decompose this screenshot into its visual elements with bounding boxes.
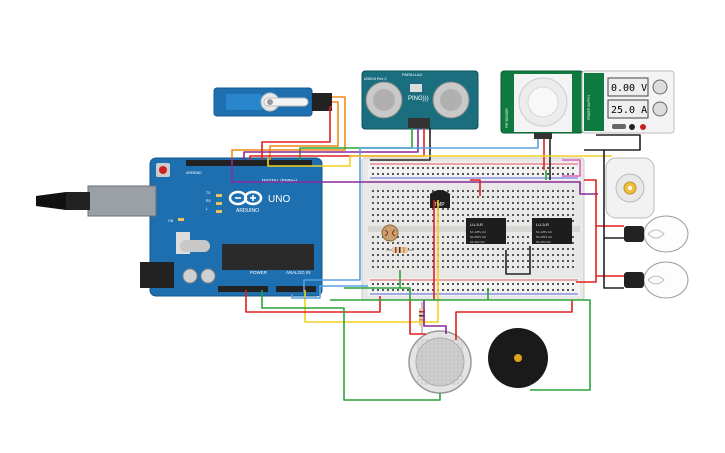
piezo-buzzer[interactable] xyxy=(488,328,548,388)
arduino-uno-board[interactable]: UNO ARDUINO DIGITAL (PWM~) POWER ANALOG … xyxy=(36,157,323,297)
photoresistor[interactable] xyxy=(381,224,399,242)
temperature-sensor[interactable]: TMP xyxy=(430,190,450,208)
analog-label: ANALOG IN xyxy=(286,270,311,275)
power-jack xyxy=(140,262,174,288)
ultrasonic-name: PING))) xyxy=(408,96,429,102)
ultrasonic-model: #28015 Rev C xyxy=(364,77,387,81)
digital-header xyxy=(186,160,312,166)
board-model: UNO xyxy=(268,194,290,205)
usb-connector xyxy=(87,185,157,217)
tmp-label: TMP xyxy=(434,202,445,208)
board-brand: ARDUINO xyxy=(236,208,259,214)
svg-text:LU-5-R: LU-5-R xyxy=(470,222,483,227)
power-header xyxy=(218,286,268,292)
on-label: ON xyxy=(168,219,174,223)
relay-2[interactable]: LU-5-R 5A 125V AC 5A 250V AC 5A 30V DC xyxy=(532,218,572,244)
analog-header xyxy=(276,286,316,292)
voltage-readout: 0.00 V xyxy=(611,83,647,94)
servo-motor[interactable] xyxy=(213,87,332,117)
current-readout: 25.0 A xyxy=(611,105,647,116)
power-label: POWER xyxy=(250,270,268,275)
resistor-1[interactable] xyxy=(386,247,414,253)
power-switch[interactable] xyxy=(612,124,626,129)
current-knob[interactable] xyxy=(652,101,668,117)
pir-sensor[interactable]: PIR SENSOR xyxy=(500,70,584,139)
svg-text:5A 125V AC: 5A 125V AC xyxy=(536,230,553,234)
svg-text:5A 250V AC: 5A 250V AC xyxy=(536,235,553,239)
power-supply-label: POWER SUPPLY xyxy=(587,94,591,120)
servo-connector xyxy=(312,93,332,111)
pir-label: PIR SENSOR xyxy=(505,108,509,128)
atmega-chip xyxy=(222,244,314,270)
svg-text:5A 30V DC: 5A 30V DC xyxy=(470,240,486,244)
l-label: L xyxy=(206,207,208,211)
light-bulb-1[interactable] xyxy=(624,215,689,253)
ultrasonic-sensor[interactable]: PARALLAX PING))) #28015 Rev C xyxy=(361,70,479,130)
power-supply[interactable]: 0.00 V 25.0 A POWER SUPPLY xyxy=(581,70,675,134)
arduino-logo-icon xyxy=(228,190,263,206)
svg-text:5A 250V AC: 5A 250V AC xyxy=(470,235,487,239)
tx-label: TX xyxy=(206,191,211,195)
digital-label: DIGITAL (PWM~) xyxy=(262,178,297,183)
relay-1[interactable]: LU-5-R 5A 125V AC 5A 250V AC 5A 30V DC xyxy=(466,218,506,244)
ultrasonic-brand: PARALLAX xyxy=(402,72,423,77)
svg-text:5A 125V AC: 5A 125V AC xyxy=(470,230,487,234)
aref-label: AREF xyxy=(186,171,195,175)
usb-cable xyxy=(66,192,90,210)
dc-motor[interactable] xyxy=(605,157,655,219)
voltage-knob[interactable] xyxy=(652,79,668,95)
light-bulb-2[interactable] xyxy=(624,261,689,299)
gas-sensor[interactable] xyxy=(408,330,472,394)
rx-label: RX xyxy=(206,199,212,203)
svg-text:LU-5-R: LU-5-R xyxy=(536,222,549,227)
svg-text:5A 30V DC: 5A 30V DC xyxy=(536,240,552,244)
gnd-label: GND xyxy=(194,171,202,175)
wires xyxy=(231,96,641,401)
